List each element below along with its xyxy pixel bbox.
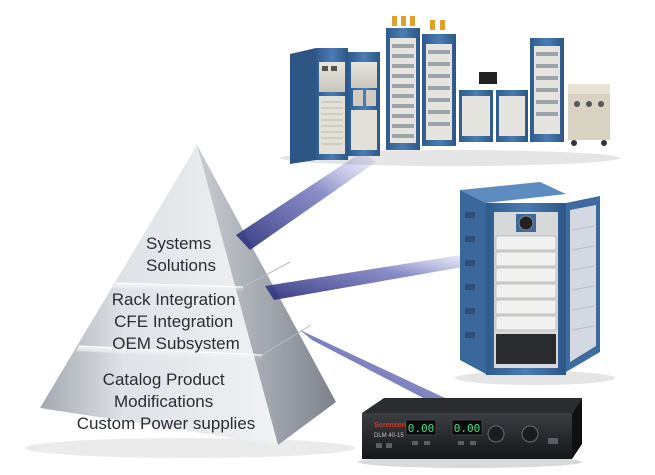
tier-middle-label: Rack Integration CFE Integration OEM Sub… [112,290,241,353]
voltage-knob [487,425,505,443]
pyramid-side-face [197,145,336,445]
current-display: 0.00 [454,422,481,435]
rack-cabinet-photo [455,182,615,385]
connector-beams [236,152,480,415]
tier-bottom-line-1: Catalog Product [103,370,225,389]
tier-top-line-2: Solutions [146,256,216,275]
current-knob [521,425,539,443]
tier-bottom-line-2: Modifications [114,392,213,411]
beam-rack [265,252,480,300]
supply-model: DLM 40-15 [374,433,404,439]
tier-middle-line-1: Rack Integration [112,290,236,309]
pyramid-front-face [40,145,278,445]
tier-top-line-1: Systems [146,234,211,253]
bench-power-supply-photo: Sorensen DLM 40-15 0.00 0.00 [358,398,582,468]
tier-top-label: Systems Solutions [146,234,216,275]
tier-middle-line-3: OEM Subsystem [112,334,240,353]
systems-cabinets-photo [280,16,620,166]
beam-supply [300,330,462,415]
supply-brand: Sorensen [374,422,406,429]
tier-bottom-label: Catalog Product Modifications Custom Pow… [77,370,256,433]
pyramid: Systems Solutions Rack Integration CFE I… [25,145,355,458]
tier-middle-line-2: CFE Integration [114,312,233,331]
tier-bottom-line-3: Custom Power supplies [77,414,256,433]
beam-systems [236,152,376,250]
voltage-display: 0.00 [408,422,435,435]
